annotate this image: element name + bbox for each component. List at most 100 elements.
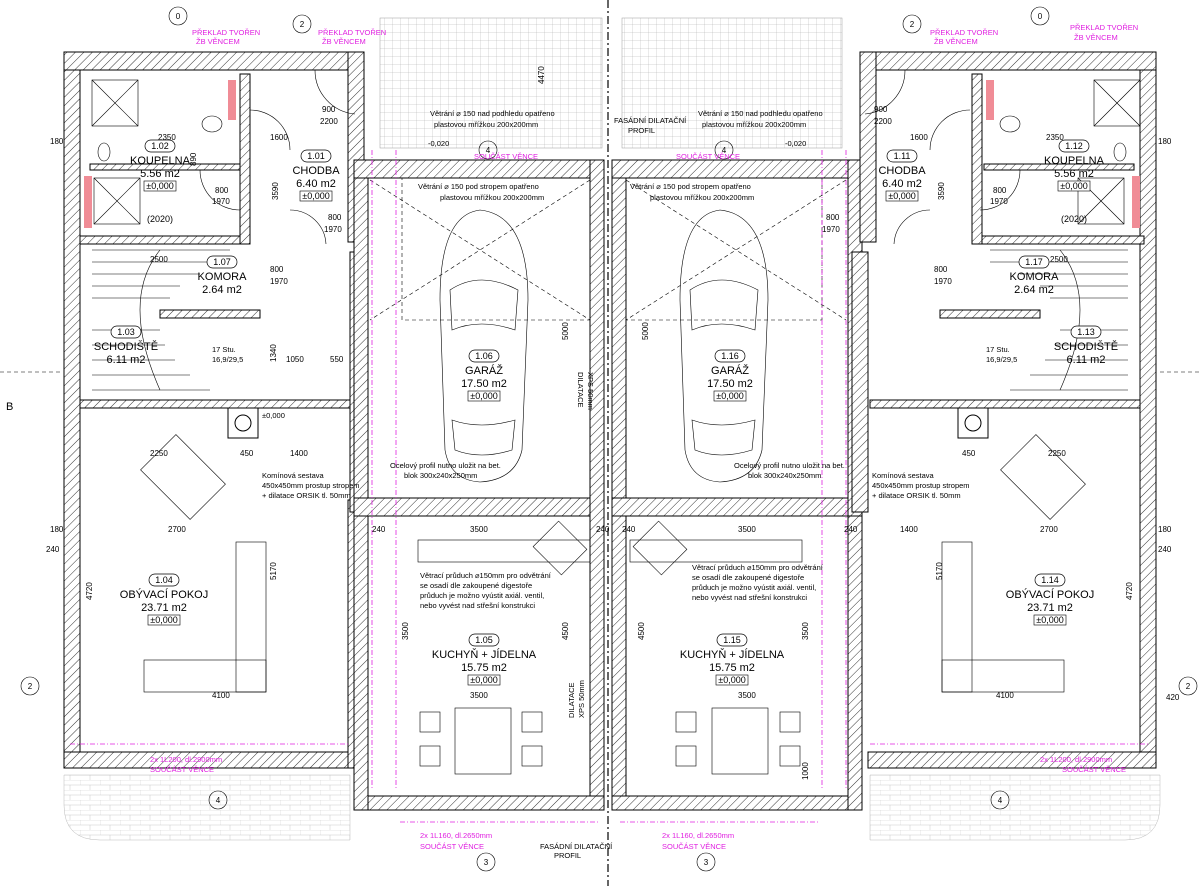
room-number: 1.02 (151, 141, 169, 151)
room-area: 6.40 m2 (296, 178, 336, 190)
room-level: ±0,000 (150, 615, 177, 625)
svg-text:XPS 50mm: XPS 50mm (586, 372, 595, 410)
room-number: 1.03 (117, 327, 135, 337)
svg-text:2250: 2250 (150, 449, 168, 458)
svg-text:4720: 4720 (85, 582, 94, 600)
room-name: KOMORA (1010, 271, 1060, 283)
room-number-badge (206, 255, 238, 269)
living-furniture-right (941, 407, 1086, 693)
room-number: 1.11 (894, 151, 911, 161)
room-number: 1.15 (723, 635, 741, 645)
room-number: 1.17 (1025, 257, 1043, 267)
svg-text:3500: 3500 (738, 691, 756, 700)
svg-text:240: 240 (622, 525, 636, 534)
svg-text:1400: 1400 (900, 525, 918, 534)
room-number-badge (468, 633, 500, 647)
room-number: 1.05 (475, 635, 493, 645)
level-box (885, 190, 919, 202)
svg-text:Větrání ⌀ 150 nad podhledu opa: Větrání ⌀ 150 nad podhledu opatřeno (430, 109, 555, 118)
kitchen-furniture-left (417, 520, 591, 775)
svg-text:2x 1L160, dl.2650mm: 2x 1L160, dl.2650mm (420, 831, 492, 840)
room-number-badge (886, 149, 918, 163)
svg-text:17 Stu.: 17 Stu. (212, 345, 236, 354)
svg-text:800: 800 (934, 265, 948, 274)
axis-markers: 0 2 2 0 2 2 3 3 4 4 4 4 B (0, 6, 1200, 872)
level-box (467, 390, 501, 402)
svg-text:4: 4 (722, 146, 727, 155)
room-number: 1.06 (475, 351, 493, 361)
svg-text:plastovou mřížkou 200x200mm: plastovou mřížkou 200x200mm (702, 120, 806, 129)
room-number-badge (468, 349, 500, 363)
svg-text:+ dilatace ORSIK tl. 50mm: + dilatace ORSIK tl. 50mm (262, 491, 351, 500)
room-number: 1.13 (1077, 327, 1095, 337)
svg-text:4: 4 (486, 146, 491, 155)
room-number: 1.16 (721, 351, 739, 361)
room-level: ±0,000 (1060, 181, 1087, 191)
svg-text:16,9/29,5: 16,9/29,5 (212, 355, 243, 364)
svg-text:blok 300x240x250mm: blok 300x240x250mm (748, 471, 821, 480)
svg-text:3500: 3500 (401, 622, 410, 640)
svg-text:1400: 1400 (290, 449, 308, 458)
room-number-badge (1058, 139, 1090, 153)
room-number: 1.04 (155, 575, 173, 585)
svg-text:3: 3 (484, 858, 489, 867)
svg-text:16,9/29,5: 16,9/29,5 (986, 355, 1017, 364)
svg-text:180: 180 (50, 137, 64, 146)
svg-text:4100: 4100 (996, 691, 1014, 700)
svg-text:ŽB VĚNCEM: ŽB VĚNCEM (322, 37, 366, 46)
room-area: 15.75 m2 (709, 662, 755, 674)
room-area: 2.64 m2 (202, 284, 242, 296)
bathroom-fixtures-left (84, 79, 236, 228)
svg-text:1970: 1970 (212, 197, 230, 206)
walls-garage-left (353, 159, 605, 811)
svg-text:2250: 2250 (1048, 449, 1066, 458)
svg-text:plastovou mřížkou 200x200mm: plastovou mřížkou 200x200mm (650, 193, 754, 202)
svg-text:1340: 1340 (269, 344, 278, 362)
lintel-lines (70, 150, 1150, 823)
room-level: ±0,000 (888, 191, 915, 201)
svg-text:2500: 2500 (150, 255, 168, 264)
level-box (1033, 614, 1067, 626)
svg-text:450: 450 (240, 449, 254, 458)
svg-text:Větrání ⌀ 150 pod stropem opat: Větrání ⌀ 150 pod stropem opatřeno (418, 182, 539, 191)
room-number: 1.14 (1041, 575, 1059, 585)
car-right (625, 177, 847, 483)
svg-text:3500: 3500 (470, 525, 488, 534)
svg-text:DILATACE: DILATACE (576, 372, 585, 408)
svg-text:±0,000: ±0,000 (262, 411, 285, 420)
room-name: GARÁŽ (711, 364, 749, 377)
room-number-badge (110, 325, 142, 339)
svg-text:17 Stu.: 17 Stu. (986, 345, 1010, 354)
svg-text:3500: 3500 (470, 691, 488, 700)
svg-text:SOUČÁST VĚNCE: SOUČÁST VĚNCE (662, 842, 726, 851)
room-number-badge (300, 149, 332, 163)
svg-text:4500: 4500 (561, 622, 570, 640)
room-name: SCHODIŠTĚ (1054, 340, 1118, 353)
room-level: ±0,000 (470, 391, 497, 401)
svg-text:2: 2 (300, 20, 305, 29)
svg-text:průduch je možno vyústit axiál: průduch je možno vyústit axiál. ventil, (692, 583, 816, 592)
svg-text:Větrání ⌀ 150 nad podhledu opa: Větrání ⌀ 150 nad podhledu opatřeno (698, 109, 823, 118)
svg-text:4500: 4500 (637, 622, 646, 640)
room-number: 1.07 (213, 257, 231, 267)
svg-text:3590: 3590 (937, 182, 946, 200)
svg-text:PŘEKLAD TVOŘEN: PŘEKLAD TVOŘEN (318, 28, 386, 37)
room-area: 5.56 m2 (140, 168, 180, 180)
svg-text:Ocelový profil nutno uložit na: Ocelový profil nutno uložit na bet. (734, 461, 845, 470)
svg-text:240: 240 (372, 525, 386, 534)
room-number-badge (716, 633, 748, 647)
svg-text:se osadí dle zakoupené digesto: se osadí dle zakoupené digestoře (692, 573, 804, 582)
walls-right-unit (851, 51, 1157, 769)
svg-text:B: B (6, 401, 13, 413)
svg-text:plastovou mřížkou 200x200mm: plastovou mřížkou 200x200mm (434, 120, 538, 129)
svg-text:1600: 1600 (270, 133, 288, 142)
svg-text:ŽB VĚNCEM: ŽB VĚNCEM (196, 37, 240, 46)
svg-text:890: 890 (189, 152, 198, 166)
